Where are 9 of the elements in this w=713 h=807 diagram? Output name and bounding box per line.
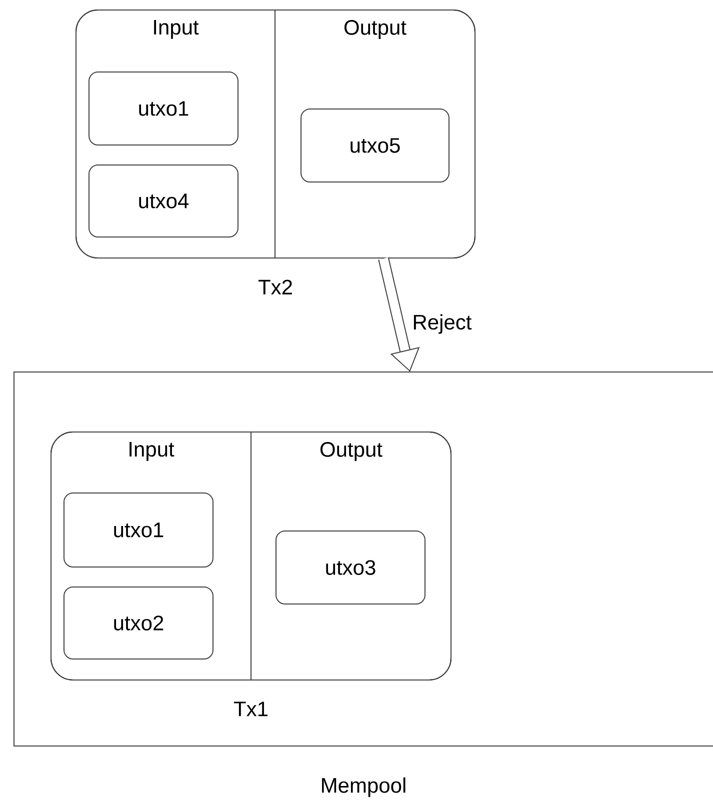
utxo-box: utxo4 <box>88 164 238 238</box>
node-label: Tx1 <box>234 702 268 716</box>
utxo-box: utxo2 <box>64 586 214 660</box>
utxo-box: utxo3 <box>276 530 426 604</box>
node-label: Tx2 <box>258 280 292 294</box>
utxo-box: utxo1 <box>88 72 238 146</box>
edge-label: Reject <box>414 314 472 334</box>
utxo-box: utxo5 <box>300 108 450 182</box>
utxo-box: utxo1 <box>64 492 214 568</box>
